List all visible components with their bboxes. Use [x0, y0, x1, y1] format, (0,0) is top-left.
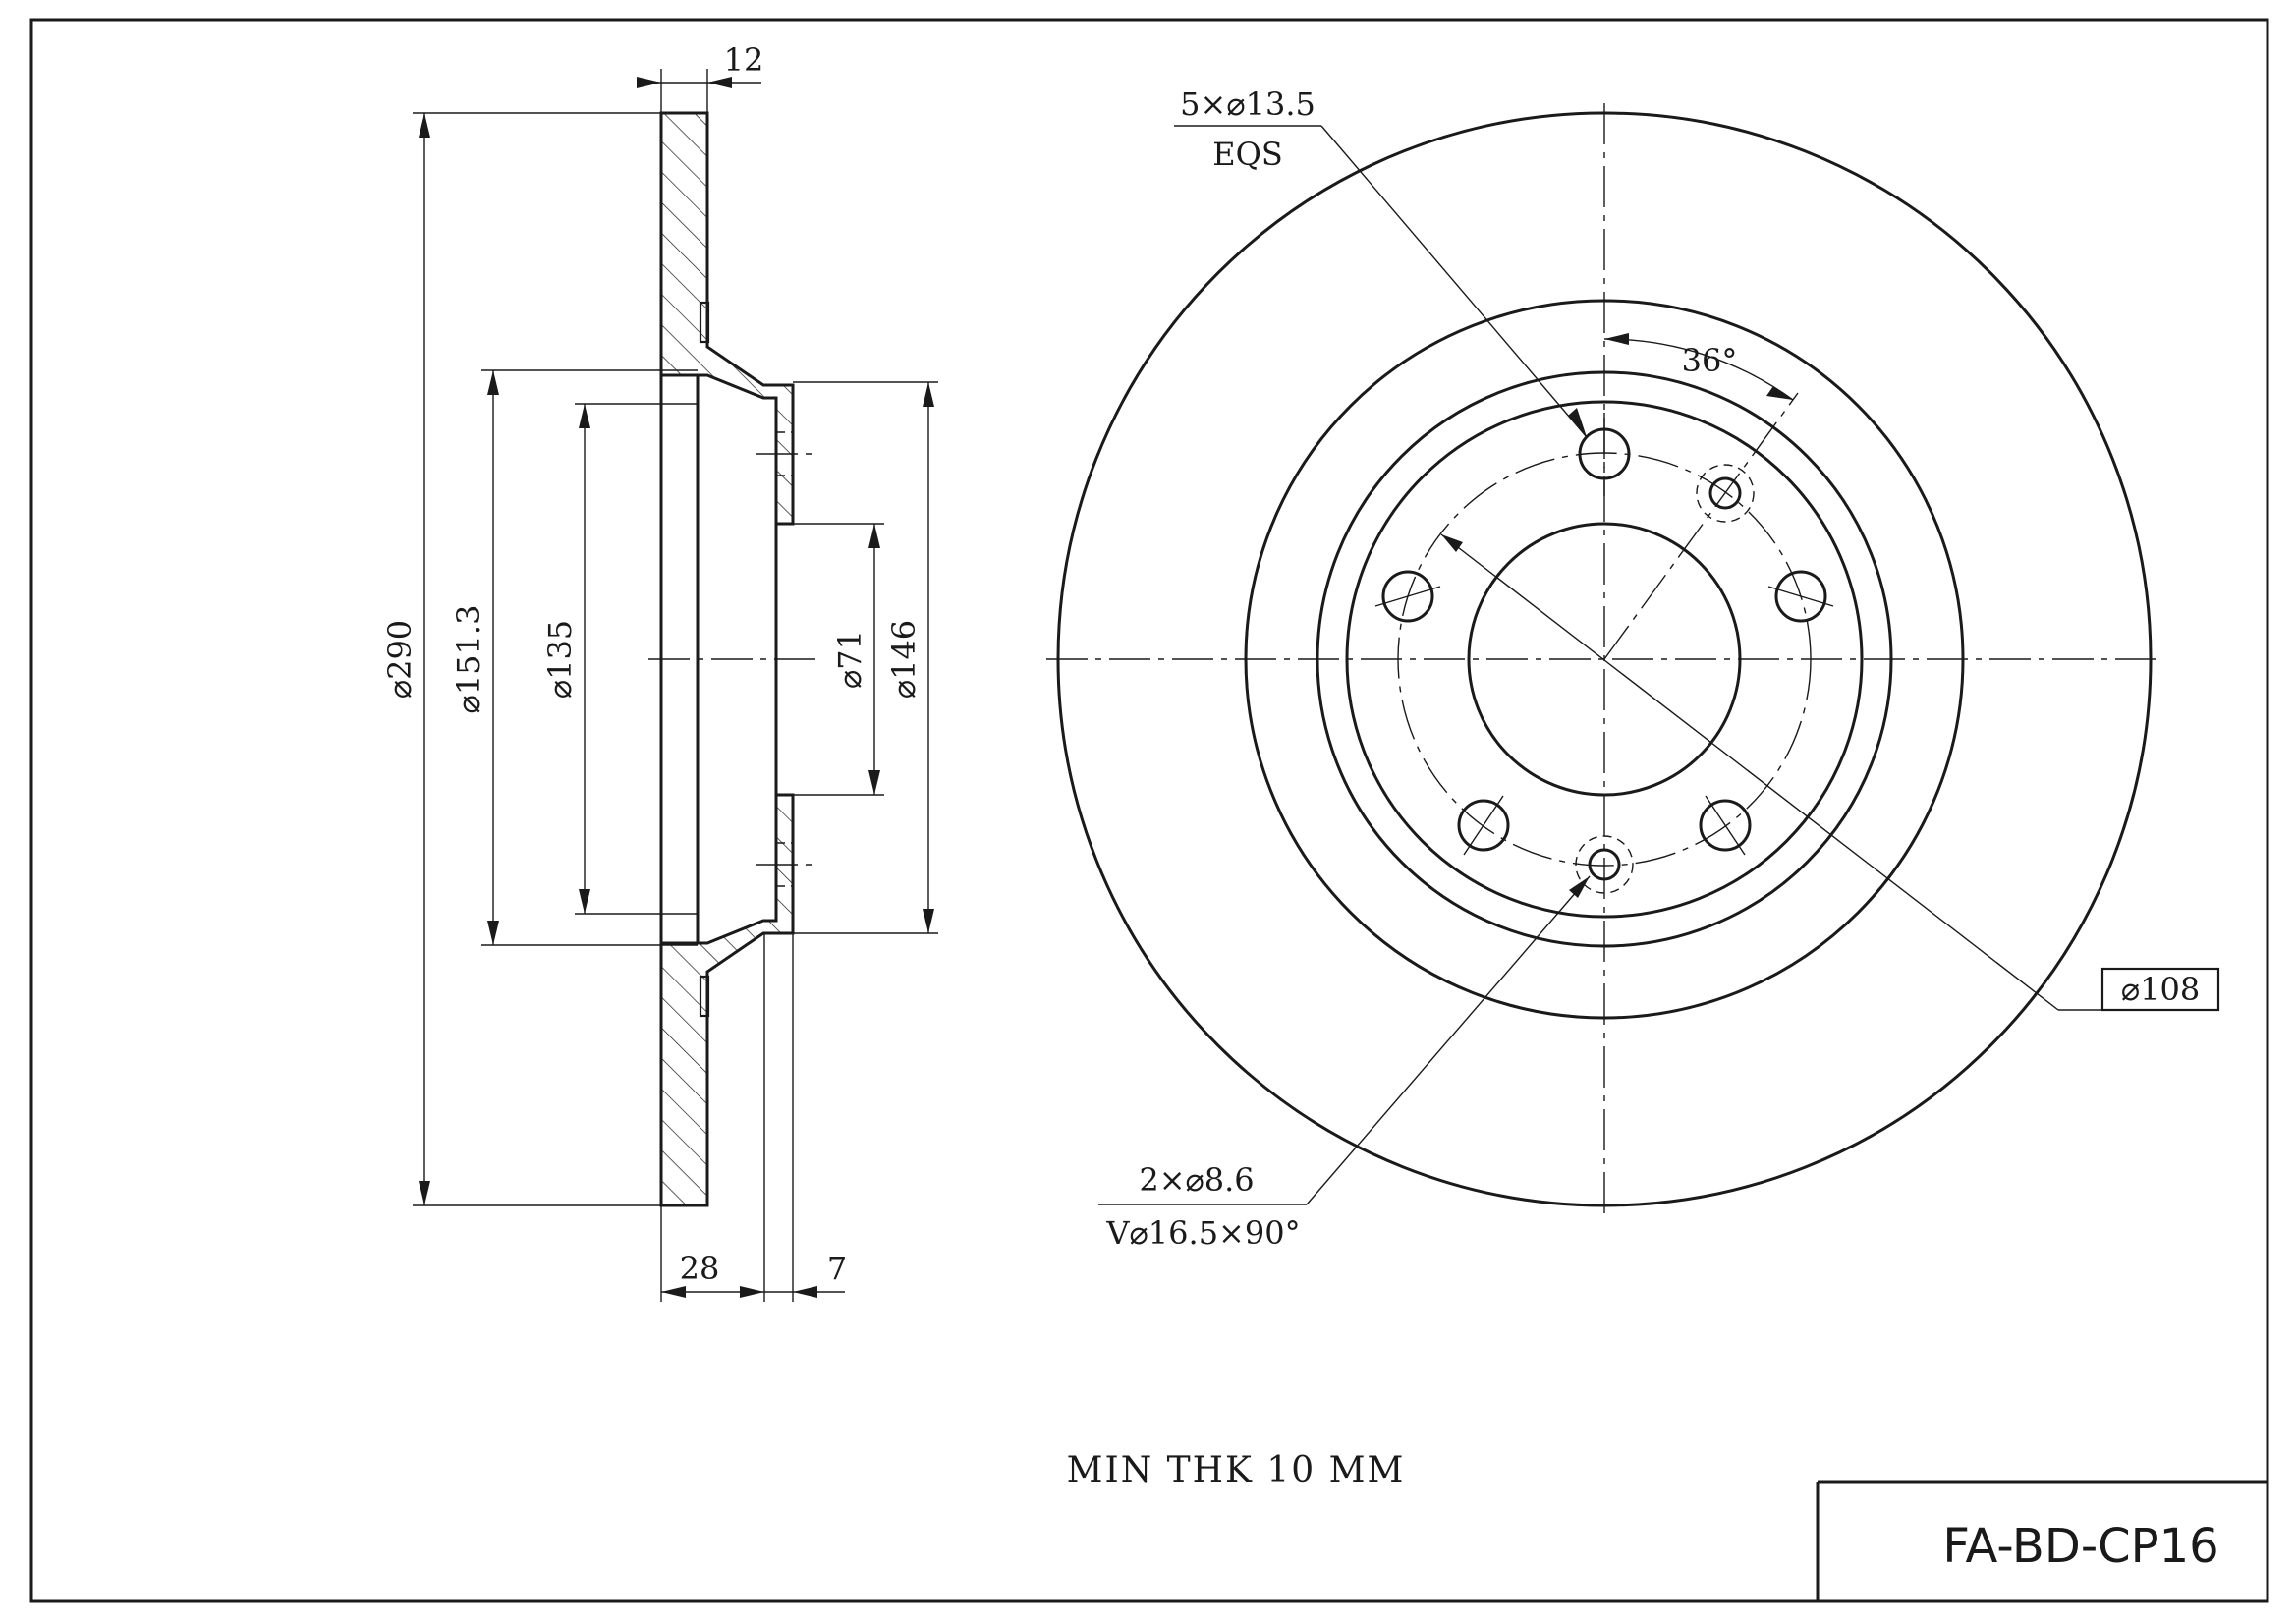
dim-146-label: ⌀146 [885, 620, 923, 699]
center-bore-circle [1467, 522, 1742, 797]
pcd-arrow [1441, 534, 1463, 552]
braking-surface-inner-circle [1244, 299, 1965, 1020]
title-block: FA-BD-CP16 [1816, 1480, 2268, 1601]
dim-151-3-label: ⌀151.3 [450, 605, 487, 714]
bolt-hole-upper-right [1767, 570, 1834, 623]
bolt-callout-label: 5×⌀13.5 [1180, 85, 1316, 123]
section-upper-hatch [661, 113, 793, 524]
bolt-callout-note: EQS [1212, 136, 1283, 173]
dim-290 [419, 113, 430, 1205]
side-section-view: ⌀290 ⌀151.3 ⌀135 ⌀71 ⌀146 12 28 7 [381, 41, 938, 1302]
angle-arrow-right [1766, 386, 1793, 400]
drawing-border [29, 18, 2269, 1603]
dim-135-label: ⌀135 [541, 620, 579, 699]
disc-outer-circle [1056, 111, 2153, 1207]
dim-71-label: ⌀71 [831, 630, 868, 689]
bolt-hole-upper-left [1374, 570, 1441, 623]
screw-callout-leader [1306, 875, 1591, 1205]
dim-12 [637, 77, 761, 88]
angle-arrow-left [1604, 333, 1629, 345]
stud-slot-lower [699, 975, 710, 1018]
bolt-callout-arrow [1568, 408, 1587, 437]
dim-146 [923, 382, 934, 933]
pcd-label: ⌀108 [2121, 971, 2200, 1008]
dim-28-label: 28 [680, 1250, 720, 1287]
pcd-leader [1440, 533, 2059, 1011]
bolt-hole-lower-left [1457, 795, 1510, 856]
dim-12-label: 12 [724, 41, 764, 79]
bolt-hole-lower-right [1699, 795, 1752, 856]
angle-label: 36° [1682, 342, 1738, 379]
front-view: 36° 5×⌀13.5 EQS ⌀108 2×⌀8.6 V⌀16.5×90° [1046, 85, 2220, 1252]
pcd-label-box [2100, 967, 2220, 1012]
stud-slot-upper [699, 301, 710, 344]
angle-ref-line [1603, 392, 1799, 660]
min-thickness-note: MIN THK 10 MM [1067, 1450, 1406, 1490]
screw-callout-note: V⌀16.5×90° [1105, 1214, 1300, 1252]
screw-callout-label: 2×⌀8.6 [1139, 1161, 1254, 1199]
part-number: FA-BD-CP16 [1942, 1519, 2218, 1574]
bolt-hole-top [1578, 413, 1631, 496]
hat-inner-circle [1345, 400, 1864, 919]
hat-outer-circle [1316, 370, 1893, 948]
screw-hole-lower [1575, 835, 1634, 894]
dim-28 [661, 1286, 764, 1298]
section-lower-hatch [661, 795, 793, 1205]
screw-hole-upper [1696, 464, 1755, 523]
bolt-callout-leader [1320, 125, 1588, 438]
dim-7-label: 7 [827, 1250, 847, 1287]
dim-135 [579, 404, 590, 914]
dim-290-label: ⌀290 [381, 620, 419, 699]
screw-callout-arrow [1569, 876, 1590, 898]
dim-71 [868, 524, 880, 795]
dim-151-3 [487, 370, 499, 945]
dim-7 [764, 1286, 845, 1298]
